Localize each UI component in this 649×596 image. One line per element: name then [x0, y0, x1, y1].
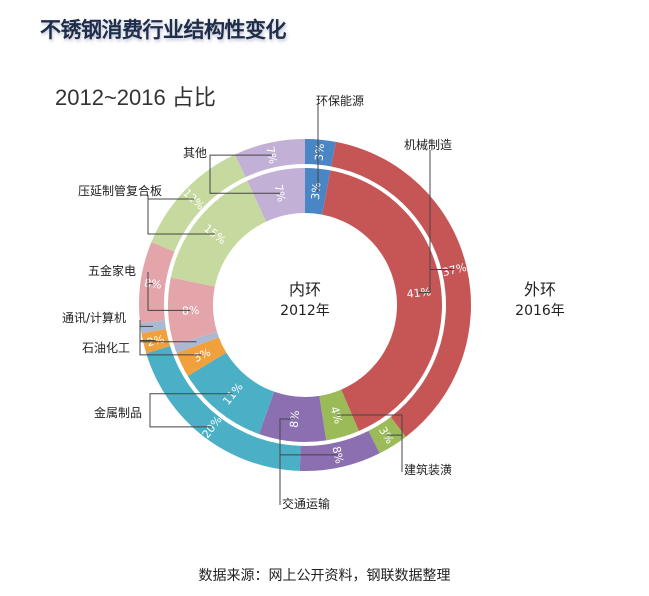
legend-label-6: 通讯/计算机	[62, 311, 127, 325]
ring-separator	[164, 164, 446, 446]
legend-label-5: 石油化工	[82, 341, 131, 355]
legend-label-7: 五金家电	[88, 264, 137, 278]
outer-ring-name: 外环	[523, 280, 556, 299]
leader-line-9-outer	[209, 154, 272, 156]
leader-line-7-outer	[147, 272, 154, 285]
outer-slice-9	[234, 139, 305, 178]
leader-line-8-inner	[147, 195, 216, 235]
legend-label-8: 压延制管复合板	[78, 184, 163, 198]
chart-subtitle: 2012~2016 占比	[55, 85, 216, 110]
inner-slice-6	[173, 331, 219, 353]
leader-line-2-outer	[386, 434, 403, 472]
leader-line-8-outer	[147, 195, 194, 200]
inner-slice-3	[259, 391, 327, 442]
inner-ring-name: 内环	[288, 280, 321, 299]
outer-slice-8	[151, 154, 246, 252]
inner-slice-8	[170, 180, 267, 287]
leader-line-4-outer	[149, 414, 212, 428]
leader-line-9-inner	[209, 156, 281, 194]
legend-label-2: 建筑装潢	[404, 463, 453, 477]
legend-label-4: 金属制品	[94, 406, 143, 420]
inner-slice-5	[176, 337, 227, 376]
outer-slice-4	[146, 346, 301, 471]
leader-line-7-inner	[147, 272, 191, 311]
leader-line-5-inner	[139, 350, 202, 356]
outer-data-label-0: 3%	[313, 143, 328, 162]
outer-slice-3	[299, 430, 380, 471]
leader-line-6-outer	[139, 320, 154, 327]
outer-slice-5	[141, 329, 171, 354]
inner-data-label-3: 8%	[288, 410, 303, 429]
inner-slice-1	[322, 170, 442, 431]
outer-data-label-5: 2%	[146, 333, 166, 350]
inner-data-label-7: 8%	[182, 304, 200, 318]
inner-ring-label: 内环 2012年	[265, 276, 345, 320]
outer-slice-6	[139, 320, 167, 334]
inner-slice-7	[168, 277, 217, 345]
chart-title: 不锈钢消费行业结构性变化	[40, 18, 287, 42]
inner-ring-year: 2012年	[280, 303, 330, 319]
leader-line-1-outer	[429, 150, 455, 271]
leader-line-3-outer	[279, 454, 339, 505]
legend-label-9: 其他	[183, 146, 208, 160]
leader-line-0-outer	[317, 104, 320, 153]
leader-line-4-inner	[149, 393, 233, 414]
legend-label-3: 交通运输	[282, 497, 331, 511]
inner-slice-9	[247, 168, 305, 222]
outer-slice-1	[331, 141, 471, 437]
legend-label-1: 机械制造	[404, 138, 453, 152]
outer-ring-year: 2016年	[515, 303, 565, 319]
legend-label-0: 环保能源	[316, 94, 365, 108]
leader-line-6-inner	[139, 320, 197, 343]
data-source: 数据来源：网上公开资料，钢联数据整理	[198, 568, 451, 584]
outer-ring-label: 外环 2016年	[500, 276, 580, 320]
inner-data-label-2: 4%	[327, 405, 344, 425]
outer-data-label-1: 37%	[441, 261, 468, 279]
outer-slice-0	[305, 139, 336, 167]
